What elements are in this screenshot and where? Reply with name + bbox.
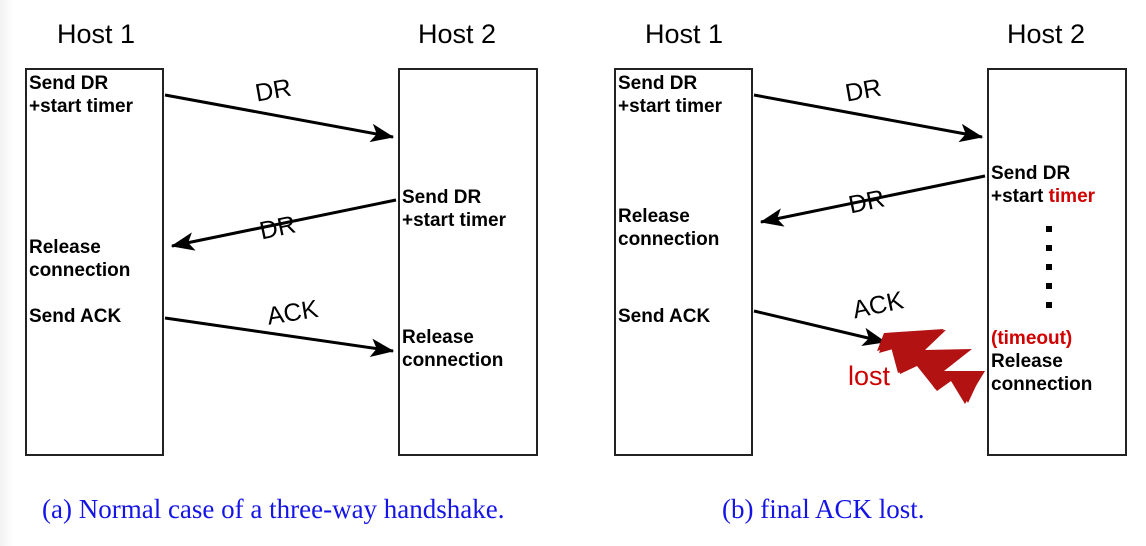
event-timeout-label: (timeout): [991, 328, 1073, 349]
panel-b-host2-wait-dot: [1046, 226, 1052, 232]
event-line-2: connection: [618, 229, 720, 250]
panel-a-host1-event-send-ack: Send ACK: [29, 305, 121, 328]
panel-a-host2-title: Host 2: [418, 19, 497, 49]
event-line-2: connection: [29, 260, 131, 281]
event-line-2: connection: [991, 374, 1093, 395]
panel-a-host2-event-send-dr: Send DR +start timer: [402, 186, 506, 232]
panel-b-host1-event-send-ack: Send ACK: [618, 305, 710, 328]
event-line-1: Send ACK: [29, 306, 122, 327]
event-line-1: Send DR: [991, 163, 1071, 184]
event-line-2: connection: [402, 350, 504, 371]
panel-a-host2-event-release: Release connection: [402, 326, 503, 372]
panel-a-message-label-dr-2: DR: [257, 210, 299, 246]
event-line-2: +start timer: [991, 185, 1095, 208]
panel-a-message-label-dr-1: DR: [253, 73, 294, 108]
panel-b-host2-timeline-box: [987, 68, 1127, 456]
panel-b-host2-wait-dot: [1046, 245, 1052, 251]
event-line-1: Release: [29, 237, 101, 258]
event-line-1: Send DR: [29, 73, 109, 94]
panel-b-message-label-dr-2: DR: [846, 184, 888, 220]
panel-b-message-label-dr-1: DR: [843, 73, 884, 108]
lightning-bolt-icon: [877, 329, 985, 404]
event-line-1: Send ACK: [618, 306, 711, 327]
panel-a-host1-timeline-box: [25, 68, 164, 456]
panel-b-host1-event-send-dr: Send DR +start timer: [618, 72, 722, 118]
panel-b-host2-event-send-dr: Send DR +start timer: [991, 162, 1095, 208]
event-line-1: Send DR: [402, 187, 482, 208]
panel-b-host1-title: Host 1: [645, 19, 724, 49]
panel-a-host1-title: Host 1: [57, 19, 136, 49]
panel-b-host2-wait-dot: [1046, 302, 1052, 308]
event-line-2: +start timer: [29, 96, 134, 117]
event-line-1: Release: [402, 327, 474, 348]
panel-a-host1-event-release: Release connection: [29, 236, 130, 282]
panel-b-host1-event-release: Release connection: [618, 205, 719, 251]
panel-b-host2-event-timeout-release: (timeout) Release connection: [991, 327, 1092, 396]
event-line-1: Send DR: [618, 73, 698, 94]
event-line-2-plain: +start: [991, 186, 1049, 207]
panel-a-message-label-ack: ACK: [265, 294, 321, 331]
event-line-1: Release: [618, 206, 690, 227]
caption-panel-a: (a) Normal case of a three-way handshake…: [42, 494, 505, 524]
panel-b-host2-wait-dot: [1046, 283, 1052, 289]
panel-a-host2-timeline-box: [398, 68, 538, 456]
event-line-1: Release: [991, 351, 1063, 372]
panel-b-host2-title: Host 2: [1007, 19, 1086, 49]
panel-b-message-label-ack: ACK: [850, 286, 907, 325]
event-line-2: +start timer: [402, 210, 507, 231]
panel-a-host1-event-send-dr: Send DR +start timer: [29, 72, 133, 118]
panel-b-host1-timeline-box: [614, 68, 753, 456]
caption-panel-b: (b) final ACK lost.: [722, 494, 925, 524]
event-line-2-timer-highlight: timer: [1048, 186, 1096, 207]
event-line-2: +start timer: [618, 96, 723, 117]
panel-b-lost-label: lost: [848, 361, 891, 391]
panel-b-host2-wait-dot: [1046, 264, 1052, 270]
